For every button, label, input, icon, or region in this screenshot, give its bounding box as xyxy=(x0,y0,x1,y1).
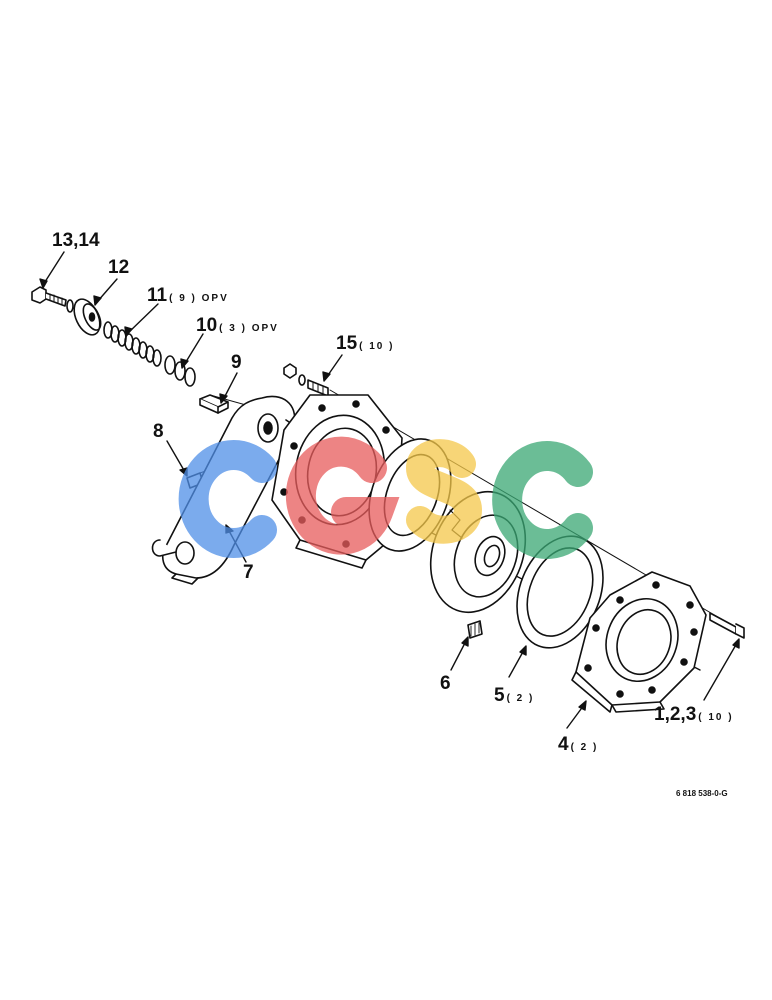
leader-arrow xyxy=(183,333,204,366)
thin-washer-part xyxy=(164,355,196,387)
callout-label-11: 11( 9 ) OPV xyxy=(147,286,229,305)
key-part xyxy=(199,394,229,414)
arrowhead xyxy=(322,371,331,382)
arrowhead xyxy=(124,326,133,337)
callout-quantity: ( 10 ) xyxy=(698,712,734,723)
watermark-logo xyxy=(178,436,593,559)
callout-label-5: 5( 2 ) xyxy=(494,686,534,705)
arrowhead xyxy=(219,393,228,404)
callout-part-number: 7 xyxy=(243,562,254,583)
watermark-letter-c xyxy=(492,441,593,559)
callout-label-13-14: 13,14 xyxy=(52,231,100,250)
callout-quantity: ( 2 ) xyxy=(570,742,599,753)
callout-quantity: ( 9 ) OPV xyxy=(169,293,229,304)
callout-label-15: 15( 10 ) xyxy=(336,334,394,353)
callout-label-4: 4( 2 ) xyxy=(558,735,598,754)
drawing-code: 6 818 538-0-G xyxy=(676,789,728,798)
leader-arrow xyxy=(508,649,525,678)
long-bolt-part xyxy=(709,612,745,639)
leader-arrow xyxy=(127,303,159,334)
watermark-letter-g xyxy=(285,436,400,555)
callout-label-10: 10( 3 ) OPV xyxy=(196,316,279,335)
arrowhead xyxy=(39,278,48,289)
front-plate-part xyxy=(571,571,707,713)
arrowhead xyxy=(519,645,527,656)
callout-label-1-2-3: 1,2,3( 10 ) xyxy=(654,705,734,724)
washer-part xyxy=(73,298,102,336)
arrowhead xyxy=(180,358,189,369)
callout-quantity: ( 10 ) xyxy=(359,341,395,352)
callout-part-number: 15 xyxy=(336,333,358,354)
watermark-letter-c xyxy=(178,440,277,558)
callout-label-6: 6 xyxy=(440,674,451,693)
callout-part-number: 10 xyxy=(196,315,218,336)
leader-arrow xyxy=(42,251,65,286)
leader-arrow xyxy=(450,640,467,671)
arrowhead xyxy=(461,636,469,647)
callout-label-12: 12 xyxy=(108,258,129,277)
leader-arrow xyxy=(166,440,186,473)
callout-part-number: 4 xyxy=(558,734,569,755)
arrowhead xyxy=(578,700,587,711)
screw-part xyxy=(283,363,329,397)
callout-label-8: 8 xyxy=(153,422,164,441)
arrowhead xyxy=(732,638,740,649)
callout-quantity: ( 3 ) OPV xyxy=(219,323,279,334)
arrowhead xyxy=(93,295,102,306)
callout-part-number: 13,14 xyxy=(52,230,100,251)
set-screw-part xyxy=(467,620,483,639)
callout-label-7: 7 xyxy=(243,563,254,582)
callout-label-9: 9 xyxy=(231,353,242,372)
callout-part-number: 12 xyxy=(108,257,130,278)
leader-arrow xyxy=(703,642,738,701)
callout-part-number: 6 xyxy=(440,673,451,694)
callout-part-number: 5 xyxy=(494,685,505,706)
callout-part-number: 11 xyxy=(147,285,168,306)
callout-part-number: 1,2,3 xyxy=(654,704,697,725)
callout-part-number: 9 xyxy=(231,352,242,373)
callout-quantity: ( 2 ) xyxy=(506,693,535,704)
watermark-letter-s xyxy=(405,439,483,544)
callout-part-number: 8 xyxy=(153,421,164,442)
bolt-part xyxy=(31,286,74,313)
spring-stack-part xyxy=(103,321,162,367)
